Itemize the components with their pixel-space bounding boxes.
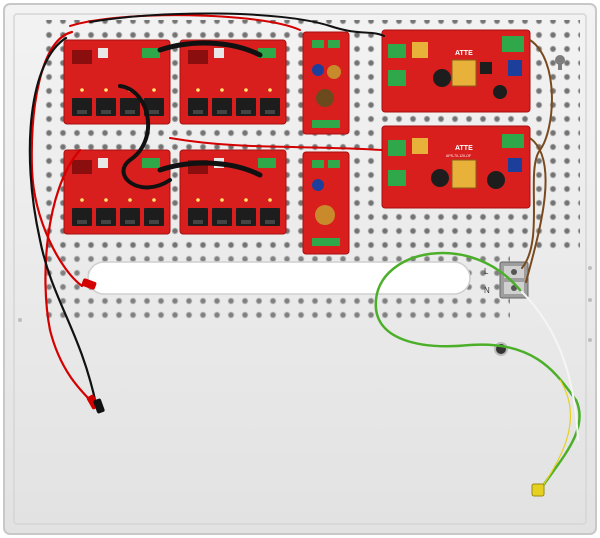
psu-brand-label-bottom: ATTE xyxy=(455,145,473,152)
poe-switch-board-bottom-left xyxy=(63,149,171,235)
black-jumper xyxy=(157,40,263,58)
red-bus-lead xyxy=(169,137,383,151)
poe-switch-boards xyxy=(63,39,287,235)
psu-board-top: ATTE xyxy=(381,29,531,113)
psu-board-bottom: ATTE APS-70-120-OF xyxy=(381,125,531,209)
enclosure-inner-edge xyxy=(13,13,587,525)
earth-wire-green xyxy=(374,251,581,492)
poe-switch-board-bottom-right xyxy=(179,149,287,235)
wiring xyxy=(28,12,581,492)
brown-mains-wire-2 xyxy=(525,137,547,283)
side-knockouts xyxy=(18,266,592,342)
poe-switch-board-top-left xyxy=(63,39,171,125)
black-jumper-2 xyxy=(157,160,263,178)
earth-ring-terminal xyxy=(531,483,545,497)
keyhole-mount xyxy=(555,55,565,70)
clear-mains-wire xyxy=(521,291,579,441)
dc-dc-converter-top xyxy=(302,31,350,135)
black-bus-lead xyxy=(118,84,172,190)
black-spade-connector xyxy=(93,398,105,414)
terminal-label-n: N xyxy=(484,286,490,295)
dc-dc-converter-bottom xyxy=(302,151,350,255)
red-power-lead-1 xyxy=(30,30,84,288)
psu-model-label: APS-70-120-OF xyxy=(446,154,471,158)
black-power-lead-1 xyxy=(28,36,98,406)
earth-wire-yellow-stripe xyxy=(539,379,571,491)
mains-terminal-block: L N xyxy=(484,261,529,299)
black-power-lead-2 xyxy=(89,12,385,37)
poe-switch-board-top-right xyxy=(179,39,287,125)
cable-cutout-slot xyxy=(87,261,471,295)
terminal-label-l: L xyxy=(484,267,489,276)
red-power-lead-2 xyxy=(44,148,94,404)
psu-brand-label-top: ATTE xyxy=(455,50,473,57)
